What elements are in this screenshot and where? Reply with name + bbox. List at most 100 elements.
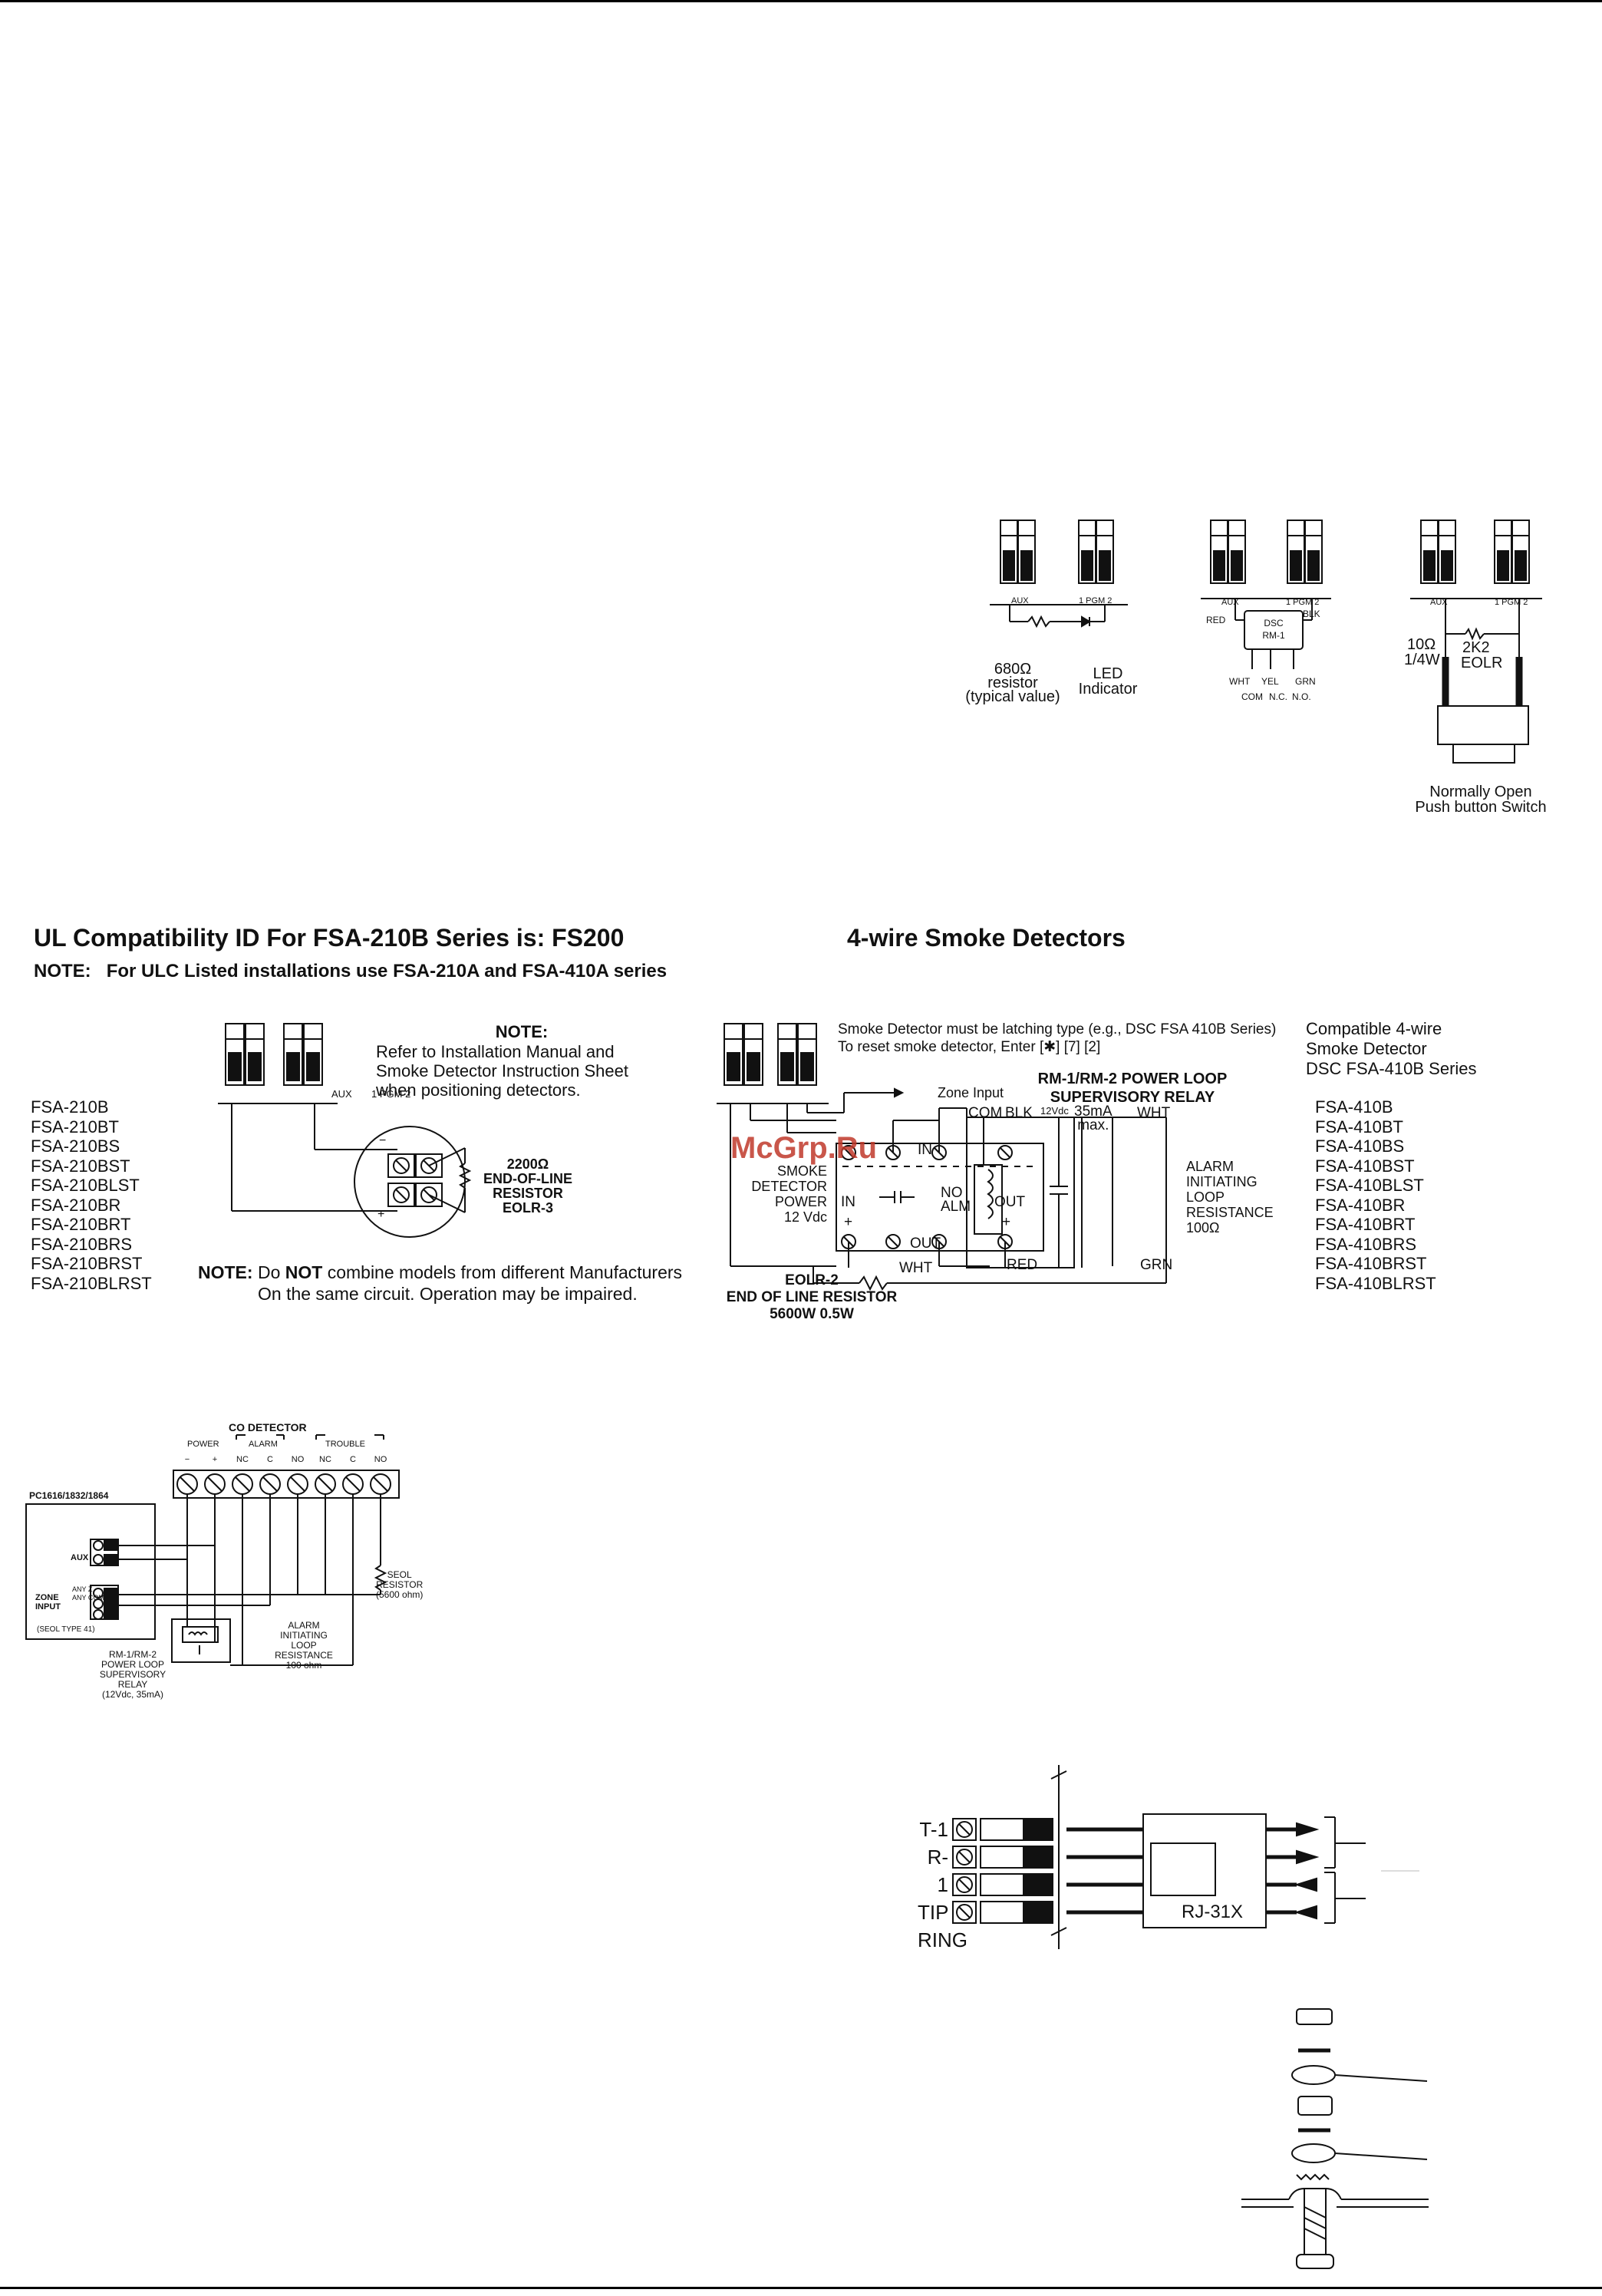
co-alarm-line-5: 100 ohm [285, 1660, 322, 1671]
co-term: C [350, 1455, 356, 1464]
relay-title-line-1: RM-1/RM-2 POWER LOOP [1037, 1070, 1228, 1087]
model-item: FSA-410BR [1315, 1195, 1406, 1215]
four-wire-grn: GRN [1140, 1257, 1173, 1273]
push-resistor-left-1: 10Ω [1407, 636, 1436, 653]
eolr2-line-2: END OF LINE RESISTOR [726, 1289, 898, 1305]
alarm-loop-line-2: INITIATING [1186, 1174, 1258, 1189]
push-switch-label-2: Push button Switch [1415, 799, 1546, 816]
manufacturer-note-label: NOTE: [198, 1262, 253, 1282]
model-item: FSA-210BLST [31, 1176, 140, 1195]
ulc-note: NOTE: For ULC Listed installations use F… [34, 961, 667, 982]
rm1-module-label-1: DSC [1264, 618, 1284, 628]
eolr2-line-1: EOLR-2 [785, 1272, 839, 1288]
four-wire-in-2: IN [841, 1194, 855, 1210]
co-alarm-line-4: RESISTANCE [275, 1650, 333, 1661]
model-item: FSA-410BT [1315, 1117, 1403, 1136]
compatible-line-2: Smoke Detector [1306, 1039, 1427, 1058]
co-term: NC [319, 1455, 331, 1464]
model-item: FSA-410B [1315, 1097, 1393, 1117]
rj31x-jack-label: RJ-31X [1182, 1902, 1244, 1922]
rm1-no-label: N.O. [1292, 691, 1311, 702]
four-wire-heading: 4-wire Smoke Detectors [847, 924, 1126, 952]
co-seol-line-3: (5600 ohm) [376, 1589, 424, 1600]
rj31x-diagram [952, 1765, 1419, 1949]
co-panel-label: PC1616/1832/1864 [29, 1490, 109, 1501]
co-zone-line-1: ZONE [35, 1593, 59, 1602]
push-pgm-label: 1 PGM 2 [1495, 598, 1528, 607]
model-item: FSA-210BRS [31, 1234, 133, 1254]
model-item: FSA-210BR [31, 1195, 121, 1215]
model-item: FSA-210BLRST [31, 1273, 152, 1293]
alarm-initiating-loop: ALARM INITIATING LOOP RESISTANCE 100Ω [1186, 1159, 1274, 1235]
model-item: FSA-410BLRST [1315, 1273, 1436, 1293]
led-resistor-label-2: resistor [987, 675, 1038, 691]
manufacturer-note-not: NOT [285, 1262, 323, 1282]
ulc-note-label: NOTE: [34, 961, 91, 981]
manufacturer-note: NOTE: Do NOT combine models from differe… [198, 1262, 682, 1305]
alarm-loop-line-4: RESISTANCE [1186, 1205, 1274, 1220]
positioning-note-title: NOTE: [495, 1022, 549, 1041]
model-item: FSA-210BS [31, 1136, 120, 1156]
pushbutton-diagram [1410, 520, 1542, 764]
manufacturer-note-line-2: On the same circuit. Operation may be im… [258, 1284, 638, 1304]
co-alarm-line-1: ALARM [288, 1620, 320, 1631]
rm1-nc-label: N.C. [1269, 691, 1287, 702]
rm1-red-label: RED [1206, 615, 1226, 625]
bottom-page-rule [0, 2287, 1602, 2289]
rj-term-r1: R-1 [927, 1846, 948, 1896]
model-item: FSA-210BST [31, 1156, 130, 1176]
co-term: NO [374, 1455, 387, 1464]
led-aux-label: AUX [1011, 596, 1029, 605]
led-indicator-label-2: Indicator [1079, 681, 1138, 698]
led-resistor-label-1: 680Ω [994, 661, 1031, 678]
model-item: FSA-210B [31, 1097, 109, 1117]
eolr3-line-2: END-OF-LINE [483, 1171, 572, 1186]
positioning-note-line-3: when positioning detectors. [376, 1080, 581, 1100]
rm1-com-label: COM [1241, 691, 1263, 702]
co-seol-line-2: RESISTOR [376, 1579, 424, 1590]
smoke-power-line-2: DETECTOR [751, 1179, 827, 1194]
four-wire-no: NO [941, 1185, 963, 1201]
co-zone-term-2: ANY COM [72, 1594, 104, 1602]
co-relay-line-5: (12Vdc, 35mA) [101, 1689, 164, 1700]
push-resistor-left-2: 1/4W [1404, 652, 1440, 668]
four-wire-wht-top: WHT [1137, 1105, 1171, 1121]
rm1-pgm-label: 1 PGM 2 [1286, 598, 1319, 607]
positioning-note: NOTE: Refer to Installation Manual and S… [376, 1022, 668, 1100]
smoke-detector-power: SMOKE DETECTOR POWER 12 Vdc [735, 1163, 827, 1225]
co-term: − [184, 1455, 190, 1464]
smoke-power-line-1: SMOKE [776, 1163, 827, 1179]
alarm-loop-line-1: ALARM [1186, 1159, 1234, 1174]
rm1-diagram [1201, 520, 1331, 669]
compatible-4wire-label: Compatible 4-wire Smoke Detector DSC FSA… [1306, 1019, 1477, 1079]
alarm-loop-line-3: LOOP [1186, 1189, 1225, 1205]
latching-note: Smoke Detector must be latching type (e.… [838, 1021, 1276, 1056]
four-wire-in-1: IN [918, 1142, 932, 1158]
positioning-note-line-2: Smoke Detector Instruction Sheet [376, 1061, 628, 1080]
rm1-blk-label: BLK [1303, 609, 1320, 619]
co-term: C [267, 1455, 273, 1464]
co-relay-line-3: SUPERVISORY [99, 1669, 166, 1680]
rj-term-tip: TIP [918, 1901, 949, 1924]
smoke-power-line-3: POWER [774, 1194, 827, 1209]
model-item: FSA-210BT [31, 1117, 119, 1136]
manufacturer-note-a: Do [257, 1262, 281, 1282]
model-item: FSA-210BRT [31, 1215, 131, 1234]
co-group-power: POWER [187, 1440, 219, 1449]
ul-compatibility-heading: UL Compatibility ID For FSA-210B Series … [34, 924, 625, 952]
push-aux-label: AUX [1430, 598, 1448, 607]
four-wire-no-alm: NO ALM [941, 1186, 971, 1214]
model-item: FSA-410BS [1315, 1136, 1405, 1156]
relay-title: RM-1/RM-2 POWER LOOP SUPERVISORY RELAY [1010, 1070, 1255, 1107]
eolr3-line-4: EOLR-3 [502, 1200, 553, 1216]
co-relay-label: RM-1/RM-2 POWER LOOP SUPERVISORY RELAY (… [91, 1650, 175, 1700]
two-wire-minus: − [379, 1134, 387, 1147]
two-wire-diagram [218, 1023, 472, 1238]
co-term: NO [291, 1455, 305, 1464]
co-detector-title: CO DETECTOR [229, 1421, 307, 1433]
push-switch-label-1: Normally Open [1429, 783, 1531, 800]
ulc-note-text: For ULC Listed installations use FSA-210… [106, 961, 668, 981]
ground-hardware-diagram [1241, 2008, 1429, 2269]
eolr3-line-3: RESISTOR [493, 1186, 563, 1201]
co-relay-line-1: RM-1/RM-2 [109, 1649, 157, 1660]
